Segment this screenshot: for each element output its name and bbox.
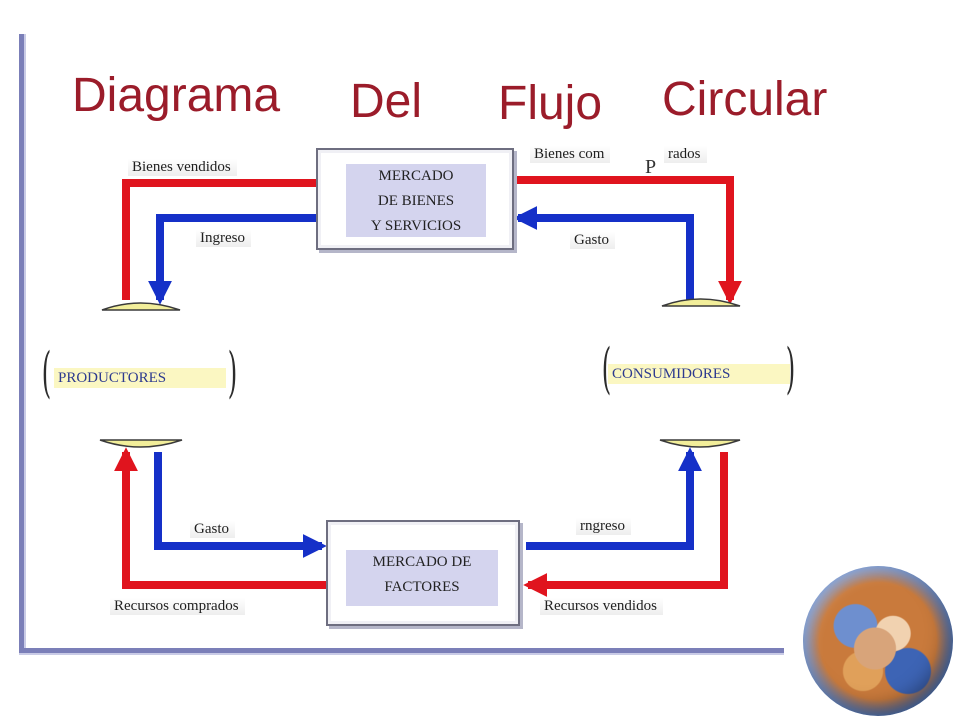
market-factors-line2: FACTORES bbox=[384, 579, 460, 595]
consumers-node: CONSUMIDORES bbox=[608, 364, 790, 384]
consumer-bottom-cap bbox=[659, 439, 741, 448]
flow-income-top bbox=[148, 214, 318, 305]
flow-goods-sold bbox=[122, 179, 316, 300]
flow-spending-bottom bbox=[154, 452, 327, 558]
label-income-bottom: rngreso bbox=[576, 518, 631, 535]
market-goods-line1: MERCADO bbox=[378, 168, 454, 184]
label-spending-bottom: Gasto bbox=[190, 521, 235, 538]
frame-bottom-border bbox=[19, 648, 784, 653]
label-resources-sold: Recursos vendidos bbox=[540, 598, 663, 615]
consumers-right-bracket: ) bbox=[785, 337, 796, 400]
label-goods-bought-b: rados bbox=[664, 146, 707, 163]
frame-left-border bbox=[19, 34, 24, 652]
title-word-flujo: Flujo bbox=[498, 77, 603, 130]
label-spending-top: Gasto bbox=[570, 232, 615, 249]
label-goods-bought-a: Bienes com bbox=[530, 146, 611, 163]
flow-resources-sold bbox=[523, 452, 728, 597]
flow-goods-bought bbox=[514, 176, 742, 305]
hands-globe-image bbox=[803, 566, 953, 716]
flow-income-bottom bbox=[526, 447, 702, 550]
market-factors-label: MERCADO DE FACTORES bbox=[346, 550, 498, 606]
label-income-top: Ingreso bbox=[196, 230, 251, 247]
title-word-circular: Circular bbox=[662, 73, 828, 126]
market-factors-box: MERCADO DE FACTORES bbox=[326, 520, 520, 626]
producer-top-cap bbox=[101, 302, 181, 311]
market-goods-line2: DE BIENES bbox=[377, 193, 455, 209]
producer-bottom-cap bbox=[99, 439, 183, 448]
label-resources-bought: Recursos comprados bbox=[110, 598, 245, 615]
consumer-top-cap bbox=[661, 298, 741, 307]
label-goods-bought-glyph: P bbox=[645, 156, 657, 178]
consumers-left-bracket: ( bbox=[601, 337, 612, 400]
producers-node: PRODUCTORES bbox=[54, 368, 226, 388]
flow-resources-bought bbox=[114, 447, 330, 589]
producers-left-bracket: ( bbox=[41, 341, 52, 404]
flow-spending-top bbox=[513, 206, 694, 300]
market-goods-line3: Y SERVICIOS bbox=[370, 218, 462, 234]
market-factors-line1: MERCADO DE bbox=[372, 554, 472, 570]
producers-right-bracket: ) bbox=[227, 341, 238, 404]
title-word-diagrama: Diagrama bbox=[72, 69, 281, 122]
market-goods-label: MERCADO DE BIENES Y SERVICIOS bbox=[346, 164, 486, 237]
title-word-del: Del bbox=[350, 75, 423, 128]
label-goods-sold: Bienes vendidos bbox=[128, 159, 237, 176]
market-goods-box: MERCADO DE BIENES Y SERVICIOS bbox=[316, 148, 514, 250]
